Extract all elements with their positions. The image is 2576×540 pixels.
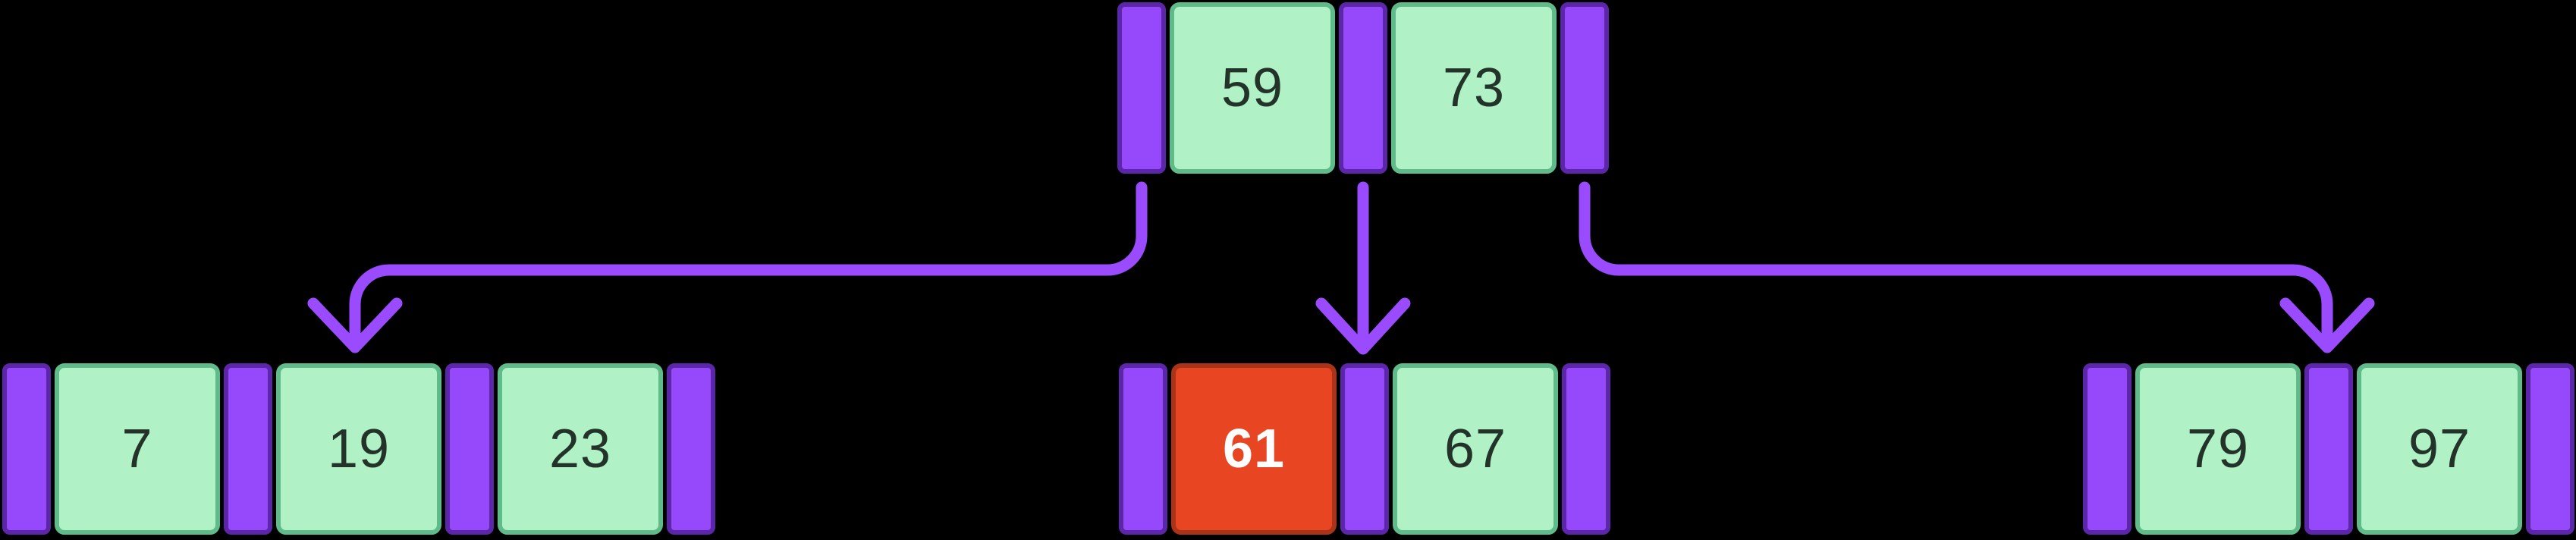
key-value: 67 [1444, 419, 1507, 479]
key-cell: 67 [1393, 363, 1558, 535]
key-value: 79 [2186, 419, 2250, 479]
child-pointer-slot [667, 363, 715, 535]
child-pointer-slot [1340, 363, 1389, 535]
key-value: 59 [1220, 58, 1284, 118]
key-value: 7 [121, 419, 153, 479]
key-cell: 19 [276, 363, 441, 535]
key-cell: 59 [1170, 2, 1335, 174]
key-cell: 73 [1391, 2, 1557, 174]
child-pointer-slot [2083, 363, 2131, 535]
arrow-root-to-middle-child-icon [1315, 181, 1411, 355]
child-pointer-slot [224, 363, 272, 535]
child-pointer-slot [1560, 2, 1609, 174]
child-pointer-slot [2526, 363, 2574, 535]
key-value: 23 [548, 419, 612, 479]
key-cell: 23 [498, 363, 663, 535]
child-pointer-slot [1117, 2, 1166, 174]
btree-left-child-node: 7 19 23 [2, 363, 715, 535]
key-value: 73 [1442, 58, 1506, 118]
key-cell-highlighted: 61 [1171, 363, 1337, 535]
key-value: 61 [1222, 419, 1286, 479]
key-cell: 7 [55, 363, 220, 535]
key-value: 19 [327, 419, 391, 479]
arrow-root-to-left-child-icon [307, 181, 1148, 353]
btree-right-child-node: 79 97 [2083, 363, 2574, 535]
child-pointer-slot [2304, 363, 2353, 535]
btree-middle-child-node: 61 67 [1119, 363, 1610, 535]
child-pointer-slot [1562, 363, 1610, 535]
child-pointer-slot [1339, 2, 1387, 174]
child-pointer-slot [1119, 363, 1167, 535]
key-cell: 79 [2135, 363, 2301, 535]
child-pointer-slot [2, 363, 51, 535]
child-pointer-slot [445, 363, 494, 535]
btree-root-node: 59 73 [1117, 2, 1609, 174]
arrow-root-to-right-child-icon [1579, 181, 2375, 353]
key-cell: 97 [2357, 363, 2522, 535]
key-value: 97 [2408, 419, 2471, 479]
